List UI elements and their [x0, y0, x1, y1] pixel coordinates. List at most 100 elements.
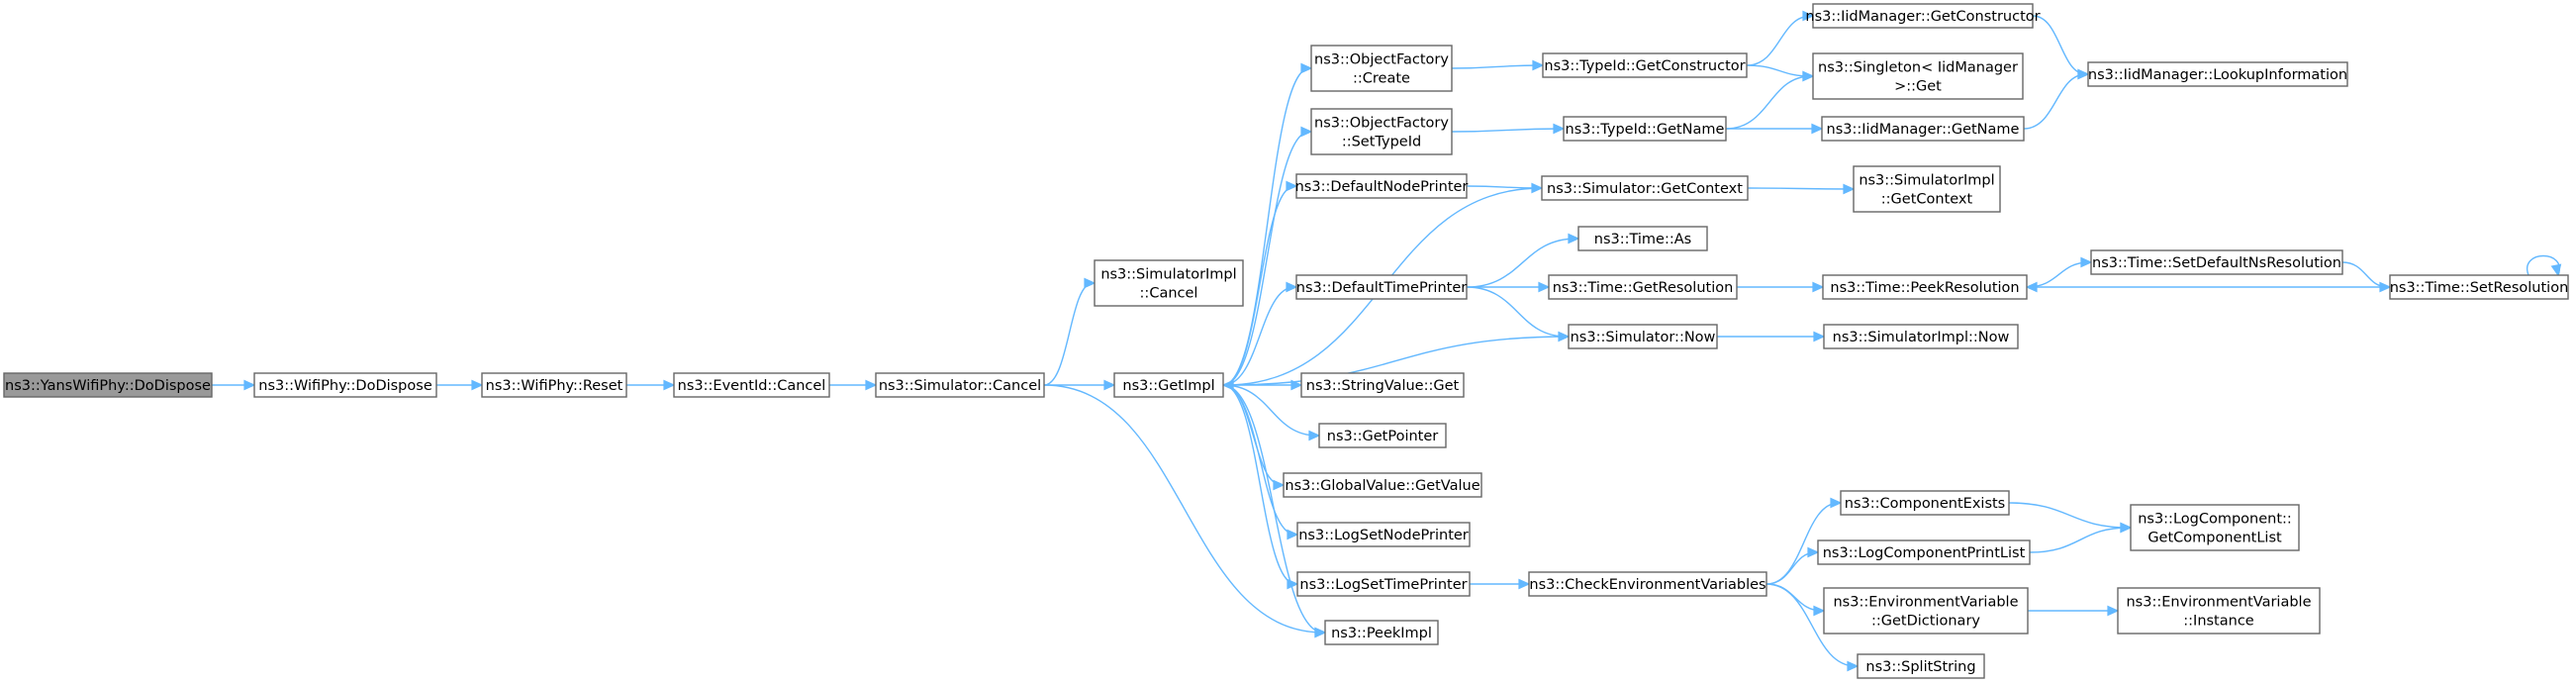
graph-node-globalvalue-getvalue[interactable]: ns3::GlobalValue::GetValue [1283, 472, 1482, 498]
edge-arrowhead [1807, 546, 1820, 558]
graph-node-simimpl-getcontext[interactable]: ns3::SimulatorImpl::GetContext [1853, 165, 2001, 213]
graph-node-simimpl-cancel[interactable]: ns3::SimulatorImpl::Cancel [1094, 259, 1244, 307]
graph-node-peekimpl[interactable]: ns3::PeekImpl [1324, 620, 1439, 645]
node-box [481, 372, 627, 398]
graph-node-simulator-getcontext[interactable]: ns3::Simulator::GetContext [1541, 175, 1749, 201]
graph-node-envvar-getdictionary[interactable]: ns3::EnvironmentVariable::GetDictionary [1823, 587, 2029, 635]
graph-node-wifiphy-reset[interactable]: ns3::WifiPhy::Reset [481, 372, 627, 398]
edge-arrowhead [1843, 183, 1856, 195]
node-box [253, 372, 437, 398]
edge-line [1222, 67, 1310, 386]
node-box [2087, 61, 2348, 87]
graph-node-wifiphy-dodispose[interactable]: ns3::WifiPhy::DoDispose [253, 372, 437, 398]
call-edge [1043, 277, 1097, 386]
graph-node-objfactory-create[interactable]: ns3::ObjectFactory::Create [1310, 45, 1453, 92]
node-label: ::Create [1353, 71, 1410, 87]
graph-node-time-peekresolution[interactable]: ns3::Time::PeekResolution [1822, 274, 2028, 300]
node-label: ns3::Time::PeekResolution [1830, 280, 2019, 296]
edge-line [1222, 384, 1283, 486]
node-box [1295, 173, 1468, 199]
edge-arrowhead [1813, 605, 1826, 617]
node-box [1568, 324, 1718, 349]
graph-node-checkenvvars[interactable]: ns3::CheckEnvironmentVariables [1528, 571, 1767, 597]
node-box [1324, 620, 1439, 645]
graph-node-time-as[interactable]: ns3::Time::As [1577, 226, 1708, 251]
graph-node-iidmgr-getname[interactable]: ns3::IidManager::GetName [1821, 116, 2025, 142]
graph-node-eventid-cancel[interactable]: ns3::EventId::Cancel [673, 372, 830, 398]
graph-node-yans-dodispose[interactable]: ns3::YansWifiPhy::DoDispose [3, 372, 213, 398]
graph-node-singleton-get[interactable]: ns3::Singleton< IidManager >::Get [1812, 52, 2024, 100]
node-label: ns3::Simulator::Cancel [879, 378, 1041, 394]
node-box [1577, 226, 1708, 251]
graph-node-time-setresolution[interactable]: ns3::Time::SetResolution [2389, 274, 2569, 300]
graph-node-time-getresolution[interactable]: ns3::Time::GetResolution [1548, 274, 1738, 300]
graph-node-stringvalue-get[interactable]: ns3::StringValue::Get [1300, 372, 1465, 398]
graph-node-objfactory-settypeid[interactable]: ns3::ObjectFactory::SetTypeId [1310, 108, 1453, 155]
graph-node-time-setdefaultnsres[interactable]: ns3::Time::SetDefaultNsResolution [2090, 249, 2343, 275]
call-edge [2008, 502, 2133, 534]
graph-node-typeid-getname[interactable]: ns3::TypeId::GetName [1563, 116, 1727, 142]
call-edge [1222, 384, 1321, 441]
graph-node-iidmgr-lookupinfo[interactable]: ns3::IidManager::LookupInformation [2087, 61, 2348, 87]
node-box [1296, 522, 1471, 547]
edge-arrowhead [1103, 379, 1116, 391]
edge-arrowhead [1532, 59, 1545, 71]
node-box [1295, 274, 1468, 300]
node-box [1822, 274, 2028, 300]
graph-node-getimpl[interactable]: ns3::GetImpl [1113, 372, 1224, 398]
node-box [1542, 52, 1748, 78]
call-edge [1466, 233, 1580, 288]
node-label: ns3::StringValue::Get [1306, 378, 1460, 394]
call-edge [1222, 281, 1298, 386]
edge-arrowhead [1813, 331, 1826, 342]
call-edge [1221, 336, 1570, 391]
graph-node-getpointer[interactable]: ns3::GetPointer [1318, 423, 1447, 448]
node-label: ns3::IidManager::GetConstructor [1805, 9, 2040, 25]
graph-node-defaultnodeprinter[interactable]: ns3::DefaultNodePrinter [1295, 173, 1469, 199]
call-edge [2029, 522, 2133, 553]
node-label: ns3::Time::SetResolution [2390, 280, 2569, 296]
node-box [1821, 116, 2025, 142]
call-edge [2028, 605, 2120, 617]
node-box [1823, 324, 2019, 349]
node-box [875, 372, 1045, 398]
graph-node-simimpl-now[interactable]: ns3::SimulatorImpl::Now [1823, 324, 2019, 349]
graph-node-defaulttimeprinter[interactable]: ns3::DefaultTimePrinter [1295, 274, 1468, 300]
graph-node-iidmgr-getconstructor[interactable]: ns3::IidManager::GetConstructor [1805, 3, 2041, 29]
edge-arrowhead [2025, 281, 2038, 293]
call-edge [1222, 180, 1298, 386]
graph-node-simulator-cancel[interactable]: ns3::Simulator::Cancel [875, 372, 1045, 398]
call-edge [1737, 281, 1825, 293]
node-box [1812, 3, 2034, 29]
call-edge [1746, 10, 1815, 66]
edge-arrowhead [1221, 379, 1234, 391]
graph-node-typeid-getconstructor[interactable]: ns3::TypeId::GetConstructor [1542, 52, 1748, 78]
node-box [1310, 108, 1453, 155]
graph-node-logcomponent-getcomplist[interactable]: ns3::LogComponent::GetComponentList [2130, 504, 2300, 551]
edge-line [1222, 185, 1295, 386]
node-label: ns3::ObjectFactory [1314, 116, 1449, 132]
graph-node-componentexists[interactable]: ns3::ComponentExists [1840, 490, 2010, 516]
graph-node-logsettimeprinter[interactable]: ns3::LogSetTimePrinter [1296, 571, 1471, 597]
graph-node-logcomponentprintlist[interactable]: ns3::LogComponentPrintList [1817, 539, 2031, 565]
call-edge [1726, 123, 1824, 135]
graph-node-simulator-now[interactable]: ns3::Simulator::Now [1568, 324, 1718, 349]
node-box [1094, 259, 1244, 307]
call-edge [1451, 123, 1566, 135]
call-edge [212, 379, 256, 391]
node-label: ns3::GlobalValue::GetValue [1285, 478, 1479, 494]
graph-node-logsetnodeprinter[interactable]: ns3::LogSetNodePrinter [1296, 522, 1471, 547]
edge-arrowhead [1553, 123, 1566, 135]
graph-node-envvar-instance[interactable]: ns3::EnvironmentVariable::Instance [2117, 587, 2321, 635]
call-edges [212, 10, 2562, 672]
edge-arrowhead [2550, 263, 2562, 277]
edge-line [1222, 286, 1295, 386]
edge-arrowhead [663, 379, 676, 391]
node-label: ns3::TypeId::GetName [1566, 122, 1725, 138]
node-label: ns3::Time::SetDefaultNsResolution [2092, 255, 2341, 271]
edge-line [1451, 128, 1563, 133]
edge-arrowhead [1847, 660, 1860, 672]
node-box [1300, 372, 1465, 398]
call-edge [1222, 126, 1313, 386]
graph-node-splitstring[interactable]: ns3::SplitString [1857, 653, 1985, 679]
